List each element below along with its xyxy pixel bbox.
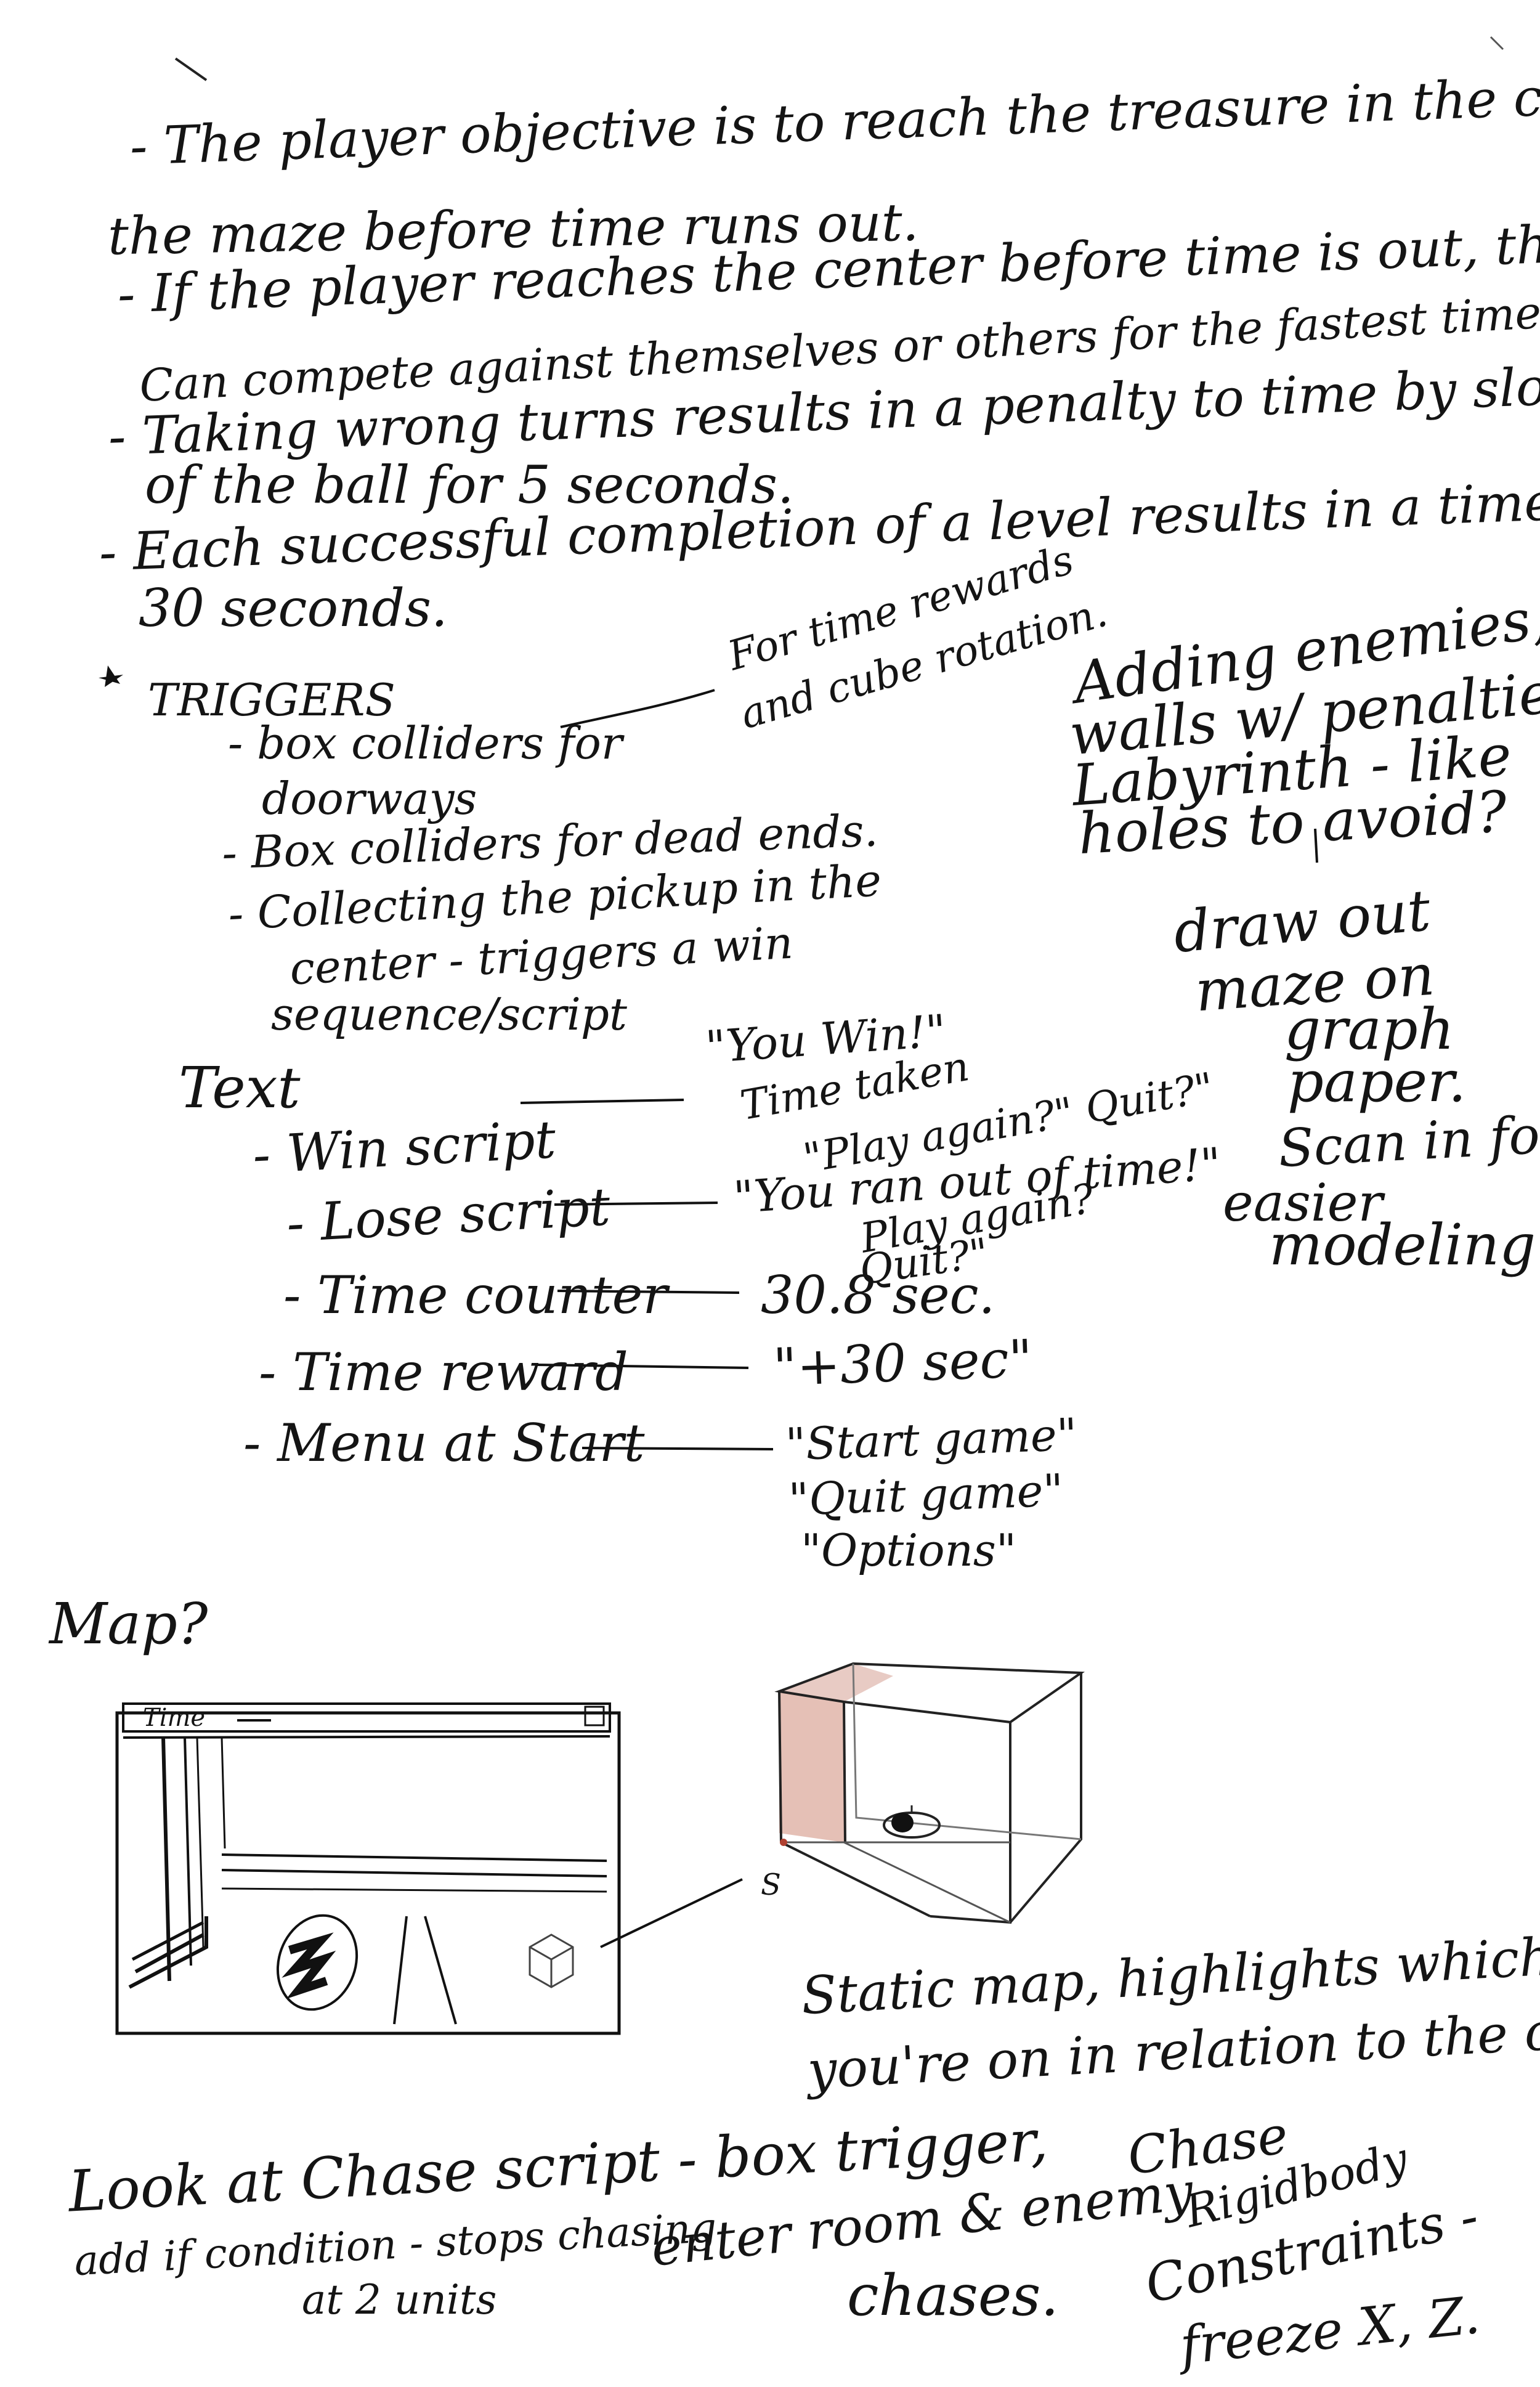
section-heading: Text: [179, 1055, 301, 1121]
connector-line: [601, 1879, 742, 1947]
trigger-item: - box colliders for: [228, 717, 623, 769]
connector-line: [521, 1100, 684, 1103]
section-heading: TRIGGERS: [148, 674, 395, 726]
stray-stroke: [176, 59, 206, 80]
trigger-item: sequence/script: [271, 988, 627, 1040]
side-note-line: graph: [1284, 996, 1454, 1062]
section-heading: Map?: [49, 1591, 208, 1657]
game-screen-sketch: [117, 1704, 619, 2033]
stray-stroke: [1491, 37, 1503, 49]
text-row-value: "Quit game": [787, 1464, 1064, 1526]
bullet-star: [99, 665, 123, 687]
text-row-value: 30.8 sec.: [761, 1265, 995, 1325]
text-row-label: - Time reward: [259, 1342, 628, 1402]
trigger-item: doorways: [262, 773, 477, 824]
text-row-value: "+30 sec": [772, 1328, 1034, 1398]
text-row-label: - Menu at Start: [243, 1413, 645, 1473]
side-note-line: modeling: [1269, 1212, 1536, 1278]
text-row-label: - Time counter: [283, 1265, 668, 1325]
text-row-value: "Start game": [784, 1408, 1078, 1471]
note-line: - The player objective is to reach the t…: [129, 60, 1540, 177]
cube-map-sketch: [779, 1664, 1081, 1922]
text-row-label: - Lose script: [285, 1176, 612, 1254]
hud-time-label: Time: [143, 1704, 206, 1732]
side-note-line: Scan in for: [1276, 1103, 1540, 1179]
bottom-note-line: chases.: [847, 2263, 1059, 2328]
side-note-line: easier: [1223, 1173, 1383, 1233]
bottom-note-line: freeze X, Z.: [1177, 2284, 1483, 2377]
note-line: of the ball for 5 seconds.: [145, 455, 794, 515]
side-note-line: paper.: [1287, 1049, 1467, 1115]
cube-start-label: S: [761, 1868, 781, 1902]
text-row-label: - Win script: [251, 1109, 557, 1185]
note-line: 30 seconds.: [139, 578, 448, 638]
text-row-value: "Options": [801, 1524, 1016, 1576]
bottom-note-line: at 2 units: [302, 2276, 497, 2324]
